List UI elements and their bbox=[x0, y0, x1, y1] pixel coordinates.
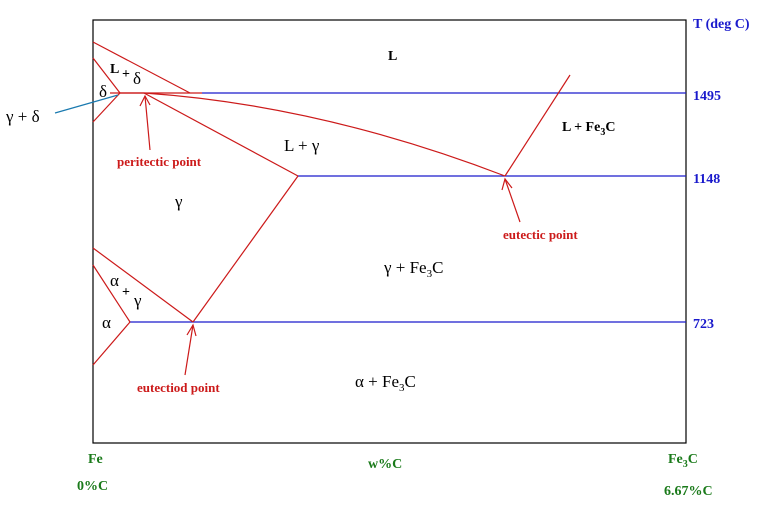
peritectic-point-label: peritectic point bbox=[117, 154, 202, 169]
phase-l-plus-fe3c-end: C bbox=[605, 120, 615, 135]
delta-liquidus bbox=[92, 41, 191, 94]
phase-gamma-plus-fe3c-end: C bbox=[432, 258, 443, 277]
phase-l-plus-delta-l: L bbox=[110, 62, 119, 77]
phase-alpha-plus-fe3c-end: C bbox=[405, 372, 416, 391]
x-label-fe3c: Fe3C bbox=[668, 452, 698, 470]
temperature-axis-label: T (deg C) bbox=[693, 17, 750, 32]
gamma-liquidus bbox=[143, 92, 506, 177]
phase-liquid: L bbox=[388, 49, 397, 64]
austenite-solidus bbox=[143, 92, 299, 177]
delta-solidus bbox=[92, 57, 121, 94]
phase-l-plus-fe3c-main: L + Fe bbox=[562, 120, 600, 135]
phase-gamma-plus-delta: γ + δ bbox=[5, 107, 40, 126]
x-label-zero-carbon: 0%C bbox=[77, 479, 108, 494]
phase-alpha-plus-gamma-alpha: α bbox=[110, 271, 119, 290]
phase-alpha-plus-gamma-plus: + bbox=[122, 285, 130, 300]
phase-alpha-plus-fe3c: α + Fe3C bbox=[355, 372, 416, 394]
eutectoid-arrow-shaft bbox=[184, 324, 194, 376]
x-label-max-carbon: 6.67%C bbox=[664, 484, 713, 499]
phase-l-plus-fe3c: L + Fe3C bbox=[562, 120, 615, 138]
phase-l-plus-fe3c-sub: 3 bbox=[600, 127, 605, 138]
x-label-fe3c-main: Fe bbox=[668, 452, 683, 467]
temp-label-1495: 1495 bbox=[693, 89, 721, 104]
phase-alpha-plus-fe3c-sub: 3 bbox=[399, 382, 405, 394]
eutectoid-arrow-head bbox=[186, 323, 197, 337]
x-label-fe: Fe bbox=[88, 452, 103, 467]
temp-label-723: 723 bbox=[693, 317, 714, 332]
phase-l-plus-gamma: L + γ bbox=[284, 136, 320, 155]
alpha-lower bbox=[92, 321, 131, 366]
x-label-fe3c-sub: 3 bbox=[683, 459, 688, 470]
eutectic-arrow-shaft bbox=[504, 178, 521, 223]
x-label-wt-carbon: w%C bbox=[368, 457, 402, 472]
phase-gamma: γ bbox=[174, 192, 183, 211]
temp-label-1148: 1148 bbox=[693, 172, 720, 187]
gamma-delta-leader bbox=[54, 94, 119, 114]
eutectic-arrow-head bbox=[501, 177, 513, 191]
phase-alpha-plus-fe3c-main: α + Fe bbox=[355, 372, 399, 391]
a3-line bbox=[92, 247, 194, 323]
x-label-fe3c-end: C bbox=[688, 452, 698, 467]
fe3c-liquidus bbox=[504, 74, 571, 177]
phase-l-plus-delta-plus: + bbox=[122, 67, 130, 82]
phase-alpha-plus-gamma-gamma: γ bbox=[133, 291, 142, 310]
phase-gamma-plus-fe3c: γ + Fe3C bbox=[383, 258, 443, 280]
peritectic-arrow-shaft bbox=[144, 95, 151, 151]
alpha-upper bbox=[92, 264, 131, 323]
phase-delta: δ bbox=[99, 82, 107, 101]
phase-l-plus-delta-delta: δ bbox=[133, 69, 141, 88]
point-arrows bbox=[139, 94, 521, 376]
phase-gamma-plus-fe3c-sub: 3 bbox=[427, 268, 433, 280]
phase-boundaries bbox=[92, 41, 571, 366]
phase-alpha: α bbox=[102, 313, 111, 332]
peritectic-arrow-head bbox=[139, 94, 151, 107]
plot-frame bbox=[92, 19, 687, 444]
phase-gamma-plus-fe3c-main: γ + Fe bbox=[383, 258, 427, 277]
gamma-delta-left bbox=[92, 92, 121, 123]
acm-line bbox=[192, 175, 299, 323]
eutectic-point-label: eutectic point bbox=[503, 227, 578, 242]
eutectoid-point-label: eutectiod point bbox=[137, 380, 220, 395]
